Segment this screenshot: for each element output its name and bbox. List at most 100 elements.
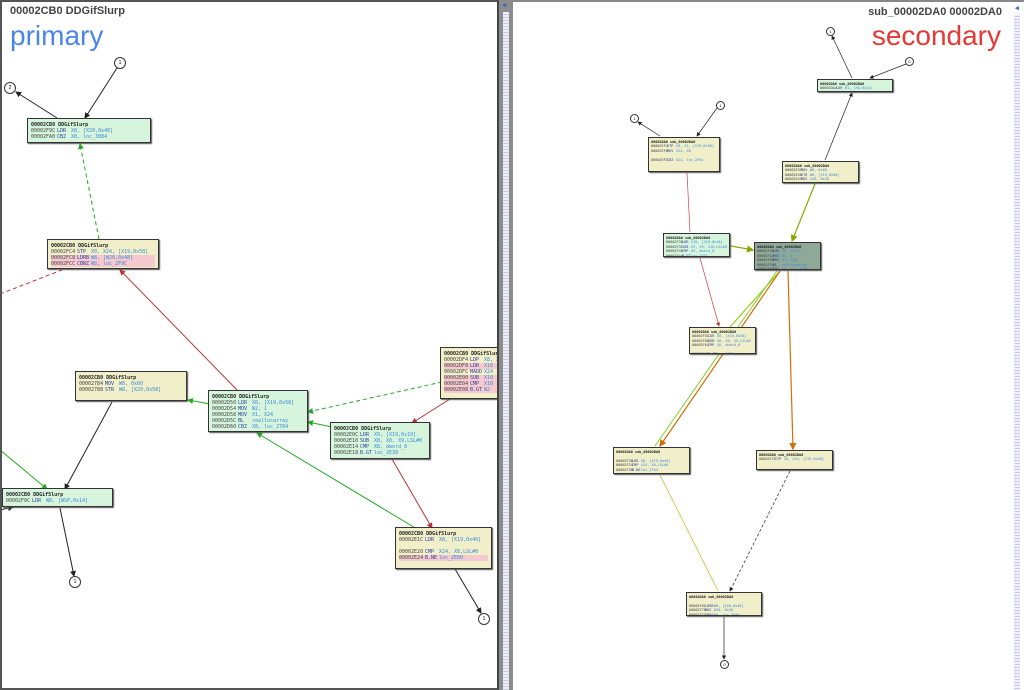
edge (307, 381, 443, 414)
secondary-edges (637, 35, 907, 660)
instruction-line[interactable]: 00002F38B.NEloc_2F64 (616, 468, 687, 472)
graph-port-circle[interactable]: 0 (720, 660, 729, 669)
splitter[interactable]: ◀ (499, 0, 513, 690)
instruction-address: 00002E00 (444, 375, 469, 381)
block-header: 00002CB0 DDGifSlurp (51, 243, 109, 249)
edge (307, 420, 333, 428)
instruction-line[interactable]: 00002F6CLDRBW8, [X20,0x48] (689, 604, 759, 608)
block-header: 00002DA0 sub_00002DA0 (820, 82, 865, 86)
block-header: 00002DA0 sub_00002DA0 (616, 450, 661, 454)
instruction-mnemonic: STP (77, 249, 87, 255)
instruction-address: 00002DA4 (820, 86, 837, 91)
graph-port-circle[interactable]: 2 (4, 82, 16, 94)
instruction-address: 00002F50 (757, 258, 774, 263)
graph-port-circle[interactable]: 1 (630, 114, 639, 123)
instruction-line[interactable]: 00002F44B.GTloc_2F5C (666, 254, 727, 256)
instruction-address: 00002D60 (212, 424, 237, 430)
graph-port-circle[interactable]: 0 (905, 57, 914, 66)
scroll-left-icon[interactable]: ◀ (1014, 4, 1019, 12)
basic-block[interactable]: 00002DA0 sub_00002DA0 00002F6CLDRBW8, [X… (686, 592, 762, 616)
instruction-address: 00002F5C (692, 334, 709, 339)
instruction-line[interactable]: 00002F68B.GTloc_2F30 (692, 352, 753, 353)
graph-port-circle[interactable]: 1 (114, 57, 126, 69)
graph-port-circle[interactable]: 1 (826, 27, 835, 36)
graph-port-circle[interactable]: 1 (69, 576, 81, 588)
graph-port-circle[interactable]: 1 (716, 101, 725, 110)
instruction-line[interactable]: 00002F74CBNZW8, loc_2E90 (689, 613, 759, 615)
primary-graph-panel[interactable]: 00002CB0 DDGifSlurp primary 2 1 1 1 0000… (0, 0, 499, 690)
scrollbar[interactable] (1014, 14, 1020, 690)
instruction-mnemonic: BL (238, 418, 245, 424)
secondary-graph-panel[interactable]: sub_00002DA0 00002DA0 secondary ◀ 1 0 1 … (513, 0, 1024, 690)
instruction-mnemonic: LDR (360, 432, 370, 438)
scrollbar[interactable] (503, 12, 509, 690)
scroll-left-icon[interactable]: ◀ (502, 1, 507, 9)
graph-port-circle[interactable]: 1 (478, 613, 490, 625)
